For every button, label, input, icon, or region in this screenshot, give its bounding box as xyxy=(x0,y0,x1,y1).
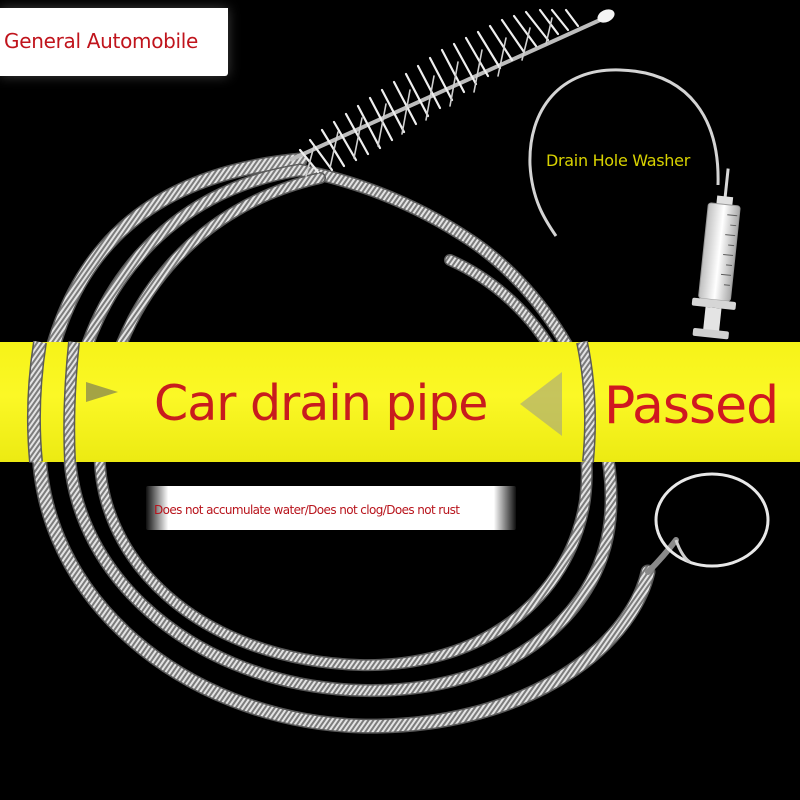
flexible-tube-icon xyxy=(528,68,720,237)
product-headline: Car drain pipe xyxy=(154,375,488,432)
passed-badge: Passed xyxy=(604,376,779,436)
bristle-brush-icon xyxy=(289,8,615,177)
drain-hole-washer-label: Drain Hole Washer xyxy=(546,151,690,170)
syringe-icon xyxy=(691,168,741,340)
wire-loop-handle-icon xyxy=(654,472,770,568)
brand-label: General Automobile xyxy=(4,29,199,53)
brand-tag xyxy=(0,8,228,76)
feature-text: Does not accumulate water/Does not clog/… xyxy=(154,503,460,517)
highlight-band xyxy=(0,342,800,462)
feature-banner xyxy=(146,486,516,530)
